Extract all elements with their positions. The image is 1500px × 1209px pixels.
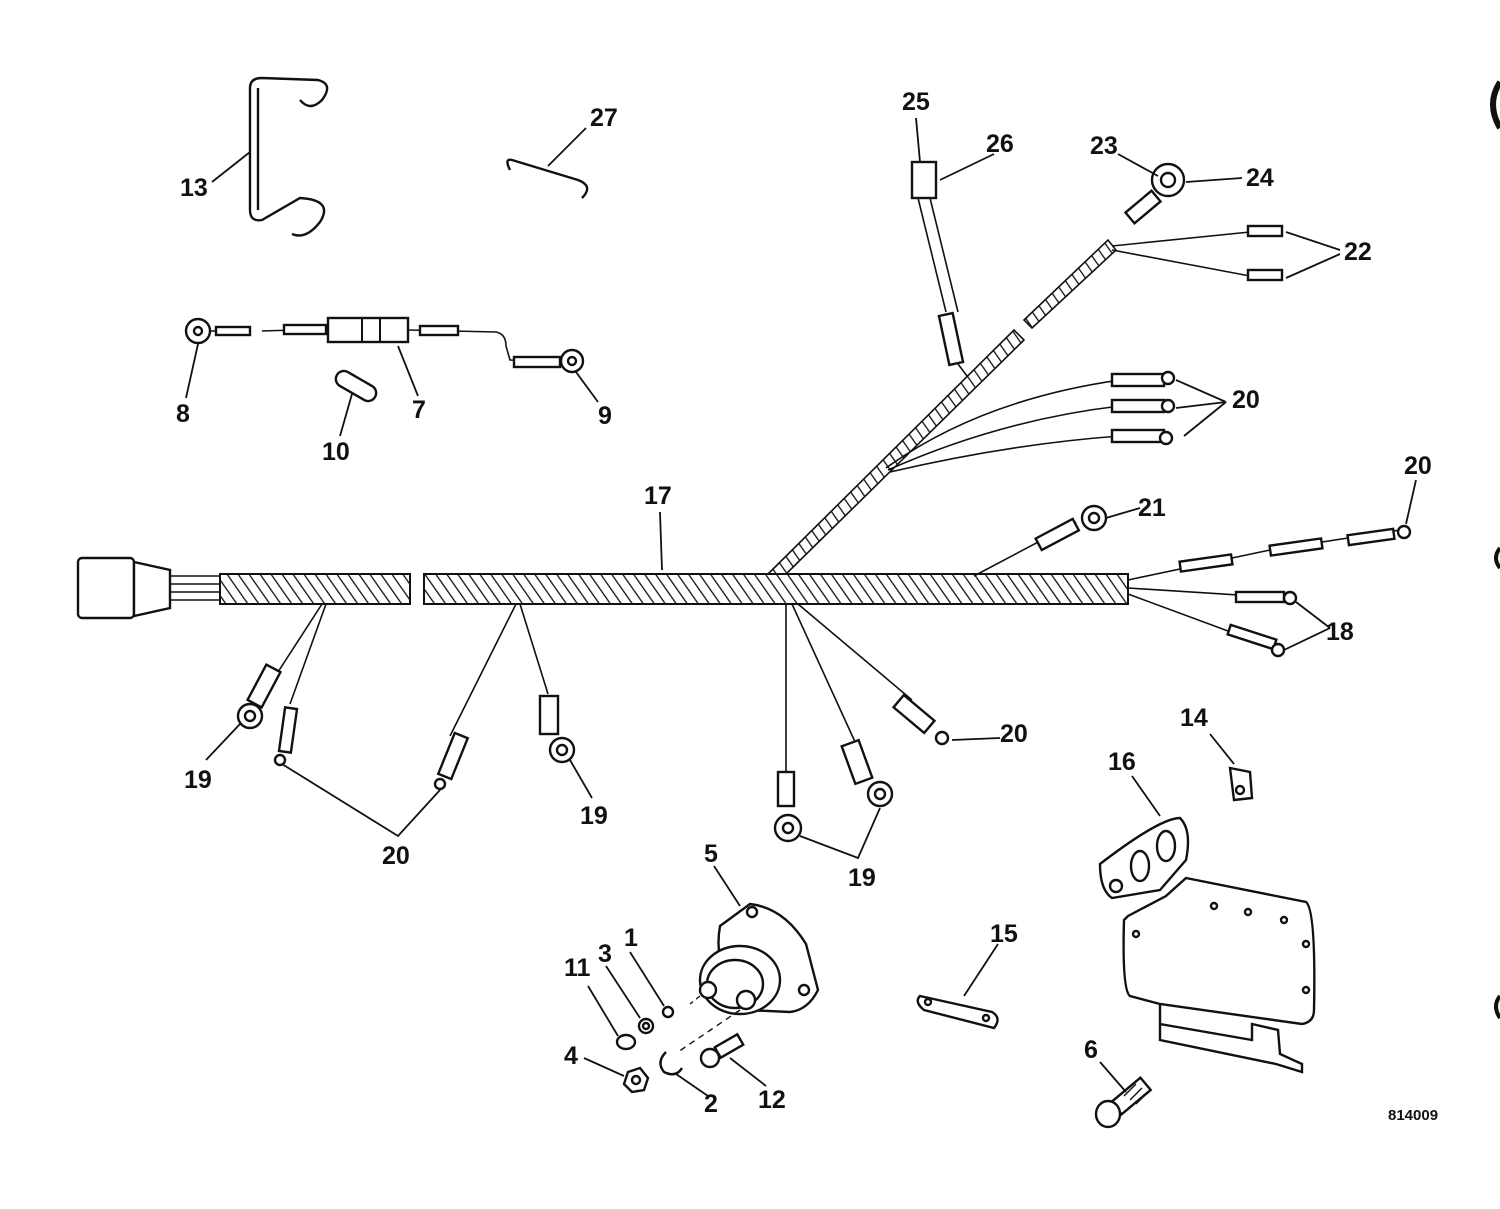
figure-number: 814009	[1388, 1107, 1438, 1124]
callout-5: 5	[704, 840, 718, 868]
callout-3: 3	[598, 940, 612, 968]
callout-18: 18	[1326, 618, 1354, 646]
connector-lead-25-26	[910, 160, 971, 381]
callout-27: 27	[590, 104, 618, 132]
main-harness-17	[76, 504, 1412, 658]
solenoid-5	[677, 902, 820, 1053]
fuse-10	[334, 369, 378, 403]
callout-2: 2	[704, 1090, 718, 1118]
callout-8: 8	[176, 400, 190, 428]
callout-26: 26	[986, 130, 1014, 158]
callout-1: 1	[624, 924, 638, 952]
callout-24: 24	[1246, 164, 1274, 192]
margin-marks	[1490, 80, 1500, 1020]
bolt-6	[1094, 1075, 1153, 1129]
wire-clip-27	[506, 158, 589, 199]
fuse-holder-lead	[184, 316, 585, 374]
callout-19-center: 19	[580, 802, 608, 830]
clip-14	[1228, 766, 1254, 802]
callout-15: 15	[990, 920, 1018, 948]
callout-21: 21	[1138, 494, 1166, 522]
callout-19-right: 19	[848, 864, 876, 892]
callout-10: 10	[322, 438, 350, 466]
callout-20-mid: 20	[1000, 720, 1028, 748]
callout-25: 25	[902, 88, 930, 116]
callout-20-lower: 20	[382, 842, 410, 870]
callout-9: 9	[598, 402, 612, 430]
bracket-16	[1098, 816, 1316, 1074]
callout-20-right: 20	[1404, 452, 1432, 480]
callout-4: 4	[564, 1042, 578, 1070]
callout-12: 12	[758, 1086, 786, 1114]
spring-clip-13	[248, 76, 329, 237]
callout-23: 23	[1090, 132, 1118, 160]
callout-13: 13	[180, 174, 208, 202]
lower-wires	[236, 603, 950, 843]
strap-15	[916, 994, 999, 1030]
callout-labels: 13 27 8 7 9 10 25 26 23 24 22 20 20 21 1…	[176, 88, 1438, 1124]
callout-11: 11	[564, 954, 591, 982]
callout-7: 7	[412, 396, 426, 424]
callout-20-upper: 20	[1232, 386, 1260, 414]
callout-17: 17	[644, 482, 672, 510]
callout-22: 22	[1344, 238, 1372, 266]
callout-14: 14	[1180, 704, 1208, 732]
callout-19-left: 19	[184, 766, 212, 794]
upper-branch	[766, 328, 1176, 577]
callout-6: 6	[1084, 1036, 1098, 1064]
leader-lines	[185, 117, 1417, 1097]
small-parts-1-4-11-12	[615, 1005, 745, 1094]
callout-16: 16	[1108, 748, 1136, 776]
ring-terminal-branch	[1022, 162, 1284, 330]
